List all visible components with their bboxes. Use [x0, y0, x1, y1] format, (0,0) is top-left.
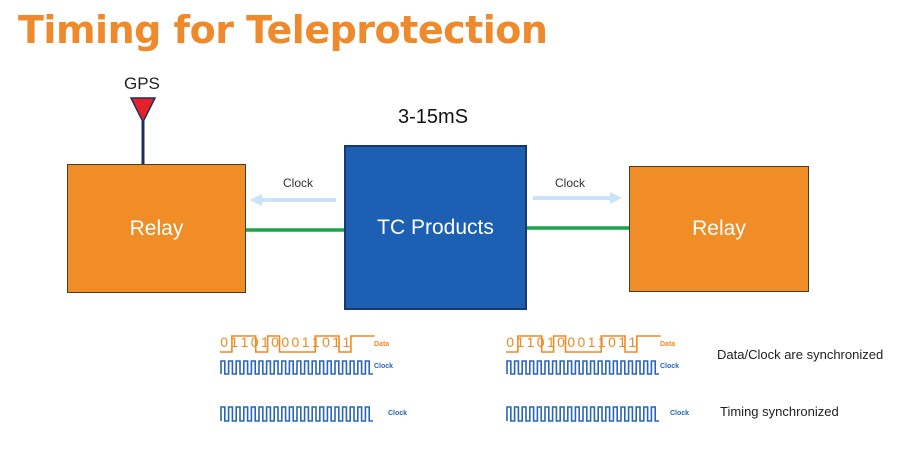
bit-label: 0 — [608, 334, 616, 350]
data-waveform-right — [506, 335, 661, 353]
bit-label: 0 — [220, 334, 228, 350]
relay-right-box: Relay — [629, 166, 809, 292]
tc-products-box: TC Products — [344, 145, 527, 310]
caption-sync: Data/Clock are synchronized — [717, 347, 884, 362]
clock-waveform-left-2 — [220, 406, 373, 422]
bit-label: 0 — [271, 334, 279, 350]
bit-label: 1 — [311, 334, 320, 350]
bit-label: 1 — [628, 334, 637, 350]
bit-label: 1 — [546, 334, 555, 350]
bit-label: 0 — [567, 334, 576, 350]
bit-label: 1 — [618, 334, 627, 350]
bit-label: 0 — [281, 334, 290, 350]
clock-waveform-right-2 — [506, 406, 659, 422]
data-tag-left: Data — [374, 341, 390, 348]
clock-arrow-left — [250, 194, 336, 206]
slide-title: Timing for Teleprotection — [18, 8, 548, 52]
caption-timing: Timing synchronized — [720, 404, 839, 419]
bit-label: 0 — [557, 334, 565, 350]
tc-products-label: TC Products — [377, 215, 494, 239]
clock-arrow-right — [533, 192, 622, 204]
gps-antenna-icon — [129, 97, 157, 124]
bit-label: 1 — [526, 334, 535, 350]
bit-label: 1 — [597, 334, 606, 350]
clock-waveform-right-1 — [506, 360, 659, 375]
bit-label: 0 — [577, 334, 586, 350]
relay-right-label: Relay — [692, 217, 746, 240]
data-waveform-left — [220, 335, 375, 353]
bit-label: 1 — [230, 334, 239, 350]
gps-label: GPS — [124, 74, 160, 93]
bit-label: 1 — [587, 334, 596, 350]
bit-label: 1 — [342, 334, 351, 350]
clock-left-label: Clock — [283, 176, 314, 190]
bit-label: 1 — [260, 334, 269, 350]
clock-tag-left-2: Clock — [388, 410, 408, 417]
bit-label: 0 — [536, 334, 545, 350]
waveforms-group — [220, 335, 661, 422]
clock-right-label: Clock — [555, 176, 586, 190]
relay-left-label: Relay — [129, 216, 184, 240]
bit-label: 1 — [332, 334, 341, 350]
clock-tag-right-2: Clock — [670, 410, 690, 417]
data-tag-right: Data — [660, 341, 676, 348]
bit-label: 1 — [240, 334, 249, 350]
latency-label: 3-15mS — [398, 106, 469, 128]
bit-label: 1 — [301, 334, 310, 350]
bit-label: 0 — [291, 334, 300, 350]
bit-label: 1 — [516, 334, 525, 350]
bit-label: 0 — [506, 334, 514, 350]
clock-waveform-left-1 — [220, 360, 373, 375]
bit-label: 0 — [322, 334, 330, 350]
bit-label: 0 — [250, 334, 259, 350]
clock-tag-left-1: Clock — [374, 363, 394, 370]
clock-tag-right-1: Clock — [660, 363, 680, 370]
relay-left-box: Relay — [67, 164, 246, 293]
